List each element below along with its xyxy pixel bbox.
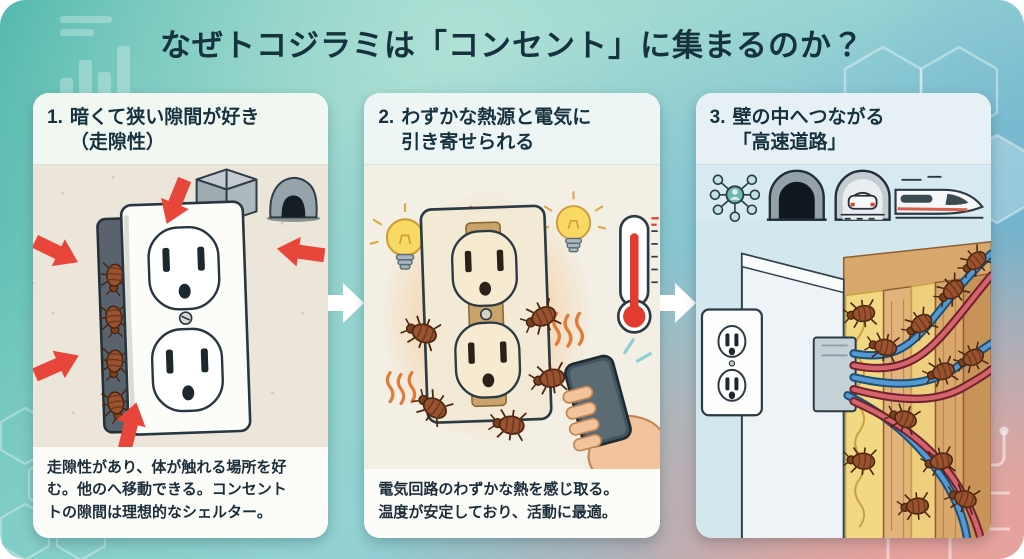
thermometer-icon (617, 214, 660, 334)
panel-2-heading-line1: わずかな熱源と電気に (401, 107, 592, 128)
panel-2-heading: 2. わずかな熱源と電気に 引き寄せられる (364, 93, 660, 166)
outlet-faceplate (119, 200, 252, 437)
outlet-small (700, 308, 763, 417)
panel-3: 3. 壁の中へつながる 「高速道路」 (695, 93, 991, 538)
flow-arrow-right-icon (328, 282, 365, 323)
panel-1-heading-line1: 暗くて狭い隙間が好き (69, 107, 260, 128)
panel-1-heading: 1. 暗くて狭い隙間が好き （走隙性） (33, 93, 329, 166)
panel-1-caption-line2: む。他のへ移動できる。コンセント (47, 481, 287, 498)
red-arrow-icon (274, 233, 327, 271)
wires-highway (843, 249, 991, 538)
panel-2-illustration (364, 165, 660, 469)
panel-gap-1 (328, 93, 365, 538)
smartphone-in-hand-icon (562, 338, 660, 469)
panel-1: 1. 暗くて狭い隙間が好き （走隙性） (33, 93, 329, 538)
panel-2: 2. わずかな熱源と電気に 引き寄せられる (364, 93, 660, 538)
panel-1-heading-line2: （走隙性） (69, 132, 165, 154)
panel-1-art (33, 168, 327, 447)
panel-2-number: 2. (378, 107, 395, 128)
cave-icon (266, 177, 321, 223)
panel-1-caption-line3: トの隙間は理想的なシェルター。 (47, 503, 272, 521)
car-in-tunnel-icon (834, 169, 891, 222)
panel-3-heading-line2: 「高速道路」 (732, 132, 847, 154)
panel-1-number: 1. (47, 107, 63, 128)
panel-gap-2 (659, 93, 696, 538)
tunnel-icon (766, 169, 827, 222)
panel-2-caption-line2: 温度が安定しており、活動に最適。 (378, 503, 617, 521)
wall-speckles (33, 176, 304, 435)
panel-2-caption: 電気回路のわずかな熱を感じ取る。 温度が安定しており、活動に最適。 (364, 469, 660, 538)
panel-2-heading-line2: 引き寄せられる (401, 132, 535, 154)
flow-arrow-right-icon (659, 282, 696, 323)
panels-row: 1. 暗くて狭い隙間が好き （走隙性） (33, 93, 991, 538)
red-arrow-icon (33, 228, 85, 276)
panel-2-art (369, 190, 660, 469)
panel-1-caption-line1: 走隙性があり、体が触れる場所を好 (47, 458, 287, 476)
panel-1-caption: 走隙性があり、体が触れる場所を好 む。他のへ移動できる。コンセント トの隙間は理… (33, 446, 329, 538)
panel-3-heading-line1: 壁の中へつながる (732, 107, 885, 128)
panel-3-illustration (695, 165, 991, 538)
red-arrow-icon (33, 342, 85, 389)
network-icon (709, 174, 760, 223)
panel-2-caption-line1: 電気回路のわずかな熱を感じ取る。 (378, 481, 619, 498)
panel-3-heading: 3. 壁の中へつながる 「高速道路」 (695, 93, 991, 166)
outlet-with-gap (96, 200, 252, 437)
panel-3-number: 3. (709, 107, 726, 128)
outlet-warm (419, 204, 553, 425)
panel-3-art (695, 169, 991, 538)
bullet-train-icon (894, 176, 984, 219)
panel-1-illustration (33, 165, 329, 447)
page-title: なぜトコジラミは「コンセント」に集まるのか？ (160, 28, 864, 63)
